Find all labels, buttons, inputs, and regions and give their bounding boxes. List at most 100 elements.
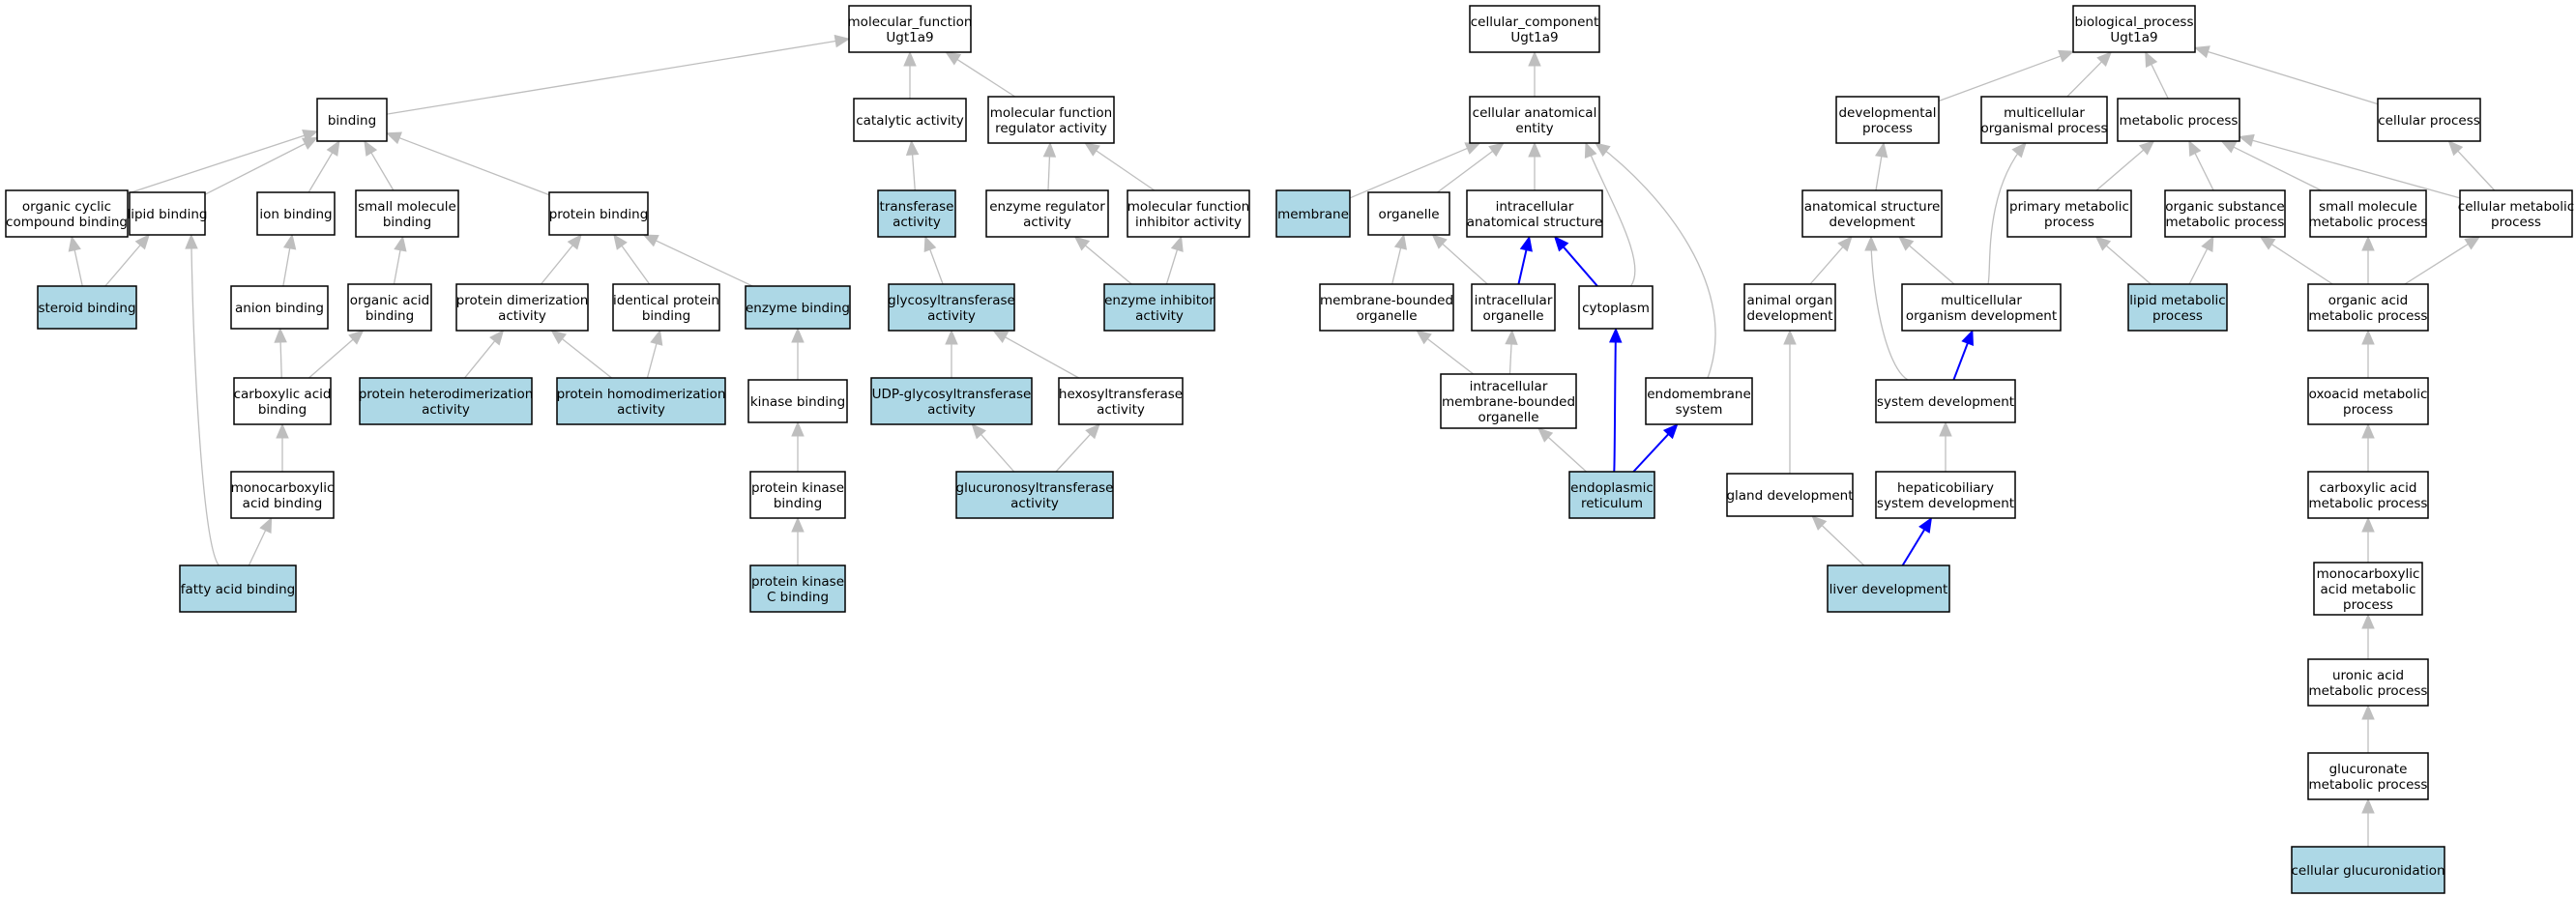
edge-arrowhead xyxy=(642,234,659,247)
node-fatty-acid-binding[interactable]: fatty acid binding xyxy=(179,564,297,613)
node-label: activity xyxy=(498,308,546,324)
edge-ion-binding-to-binding xyxy=(307,139,340,193)
node-steroid-binding[interactable]: steroid binding xyxy=(37,285,137,330)
edge-protein-binding-to-binding xyxy=(385,131,550,196)
node-label: enzyme binding xyxy=(746,301,850,316)
node-label: cellular process xyxy=(2378,113,2480,129)
edge-arrowhead xyxy=(1553,236,1569,252)
node-ion-binding[interactable]: ion binding xyxy=(256,191,336,236)
node-label: activity xyxy=(1135,308,1184,324)
node-metabolic[interactable]: metabolic process xyxy=(2117,98,2240,142)
node-lipid-binding[interactable]: lipid binding xyxy=(127,191,208,236)
node-kinase-binding[interactable]: kinase binding xyxy=(747,379,848,423)
node-gland-dev[interactable]: gland development xyxy=(1726,473,1854,517)
node-label: hexosyltransferase xyxy=(1059,387,1183,402)
node-liver-dev[interactable]: liver development xyxy=(1827,564,1950,613)
edge-line xyxy=(282,247,291,287)
edge-line xyxy=(1517,249,1528,285)
node-cytoplasm[interactable]: cytoplasm xyxy=(1578,285,1654,330)
edge-cell-met-to-cellular-process xyxy=(2447,140,2496,191)
edge-line xyxy=(2095,149,2145,191)
node-label: development xyxy=(1746,308,1832,324)
node-protein-binding[interactable]: protein binding xyxy=(548,191,649,236)
node-system-dev[interactable]: system development xyxy=(1875,379,2016,423)
node-organelle[interactable]: organelle xyxy=(1367,191,1450,236)
edge-cellular-process-to-bp-root xyxy=(2193,45,2379,105)
node-label: lipid binding xyxy=(127,207,207,222)
edge-arrowhead xyxy=(1085,423,1100,440)
node-catalytic[interactable]: catalytic activity xyxy=(853,98,967,142)
edge-line xyxy=(127,134,305,194)
node-cell-glucuronidation[interactable]: cellular glucuronidation xyxy=(2291,846,2445,894)
node-enzyme-binding[interactable]: enzyme binding xyxy=(745,285,851,330)
edge-steroid-binding-to-organic-cyclic xyxy=(68,235,83,287)
node-box xyxy=(1319,283,1454,332)
edge-arrowhead xyxy=(1431,234,1448,249)
edge-arrowhead xyxy=(992,330,1010,343)
node-label: hepaticobiliary xyxy=(1897,480,1994,496)
node-box xyxy=(1827,564,1950,613)
node-membrane[interactable]: membrane xyxy=(1275,189,1351,238)
edge-arrowhead xyxy=(2220,140,2238,154)
edge-arrowhead xyxy=(2361,797,2375,814)
node-binding[interactable]: binding xyxy=(316,98,388,142)
node-box xyxy=(2307,752,2429,800)
node-label: metabolic process xyxy=(2309,215,2428,230)
edge-er-to-endomembrane xyxy=(1632,423,1679,473)
node-box xyxy=(2377,98,2481,142)
node-label: small molecule xyxy=(358,199,456,215)
edge-glycosyltransferase-to-transferase xyxy=(923,235,944,285)
node-label: developmental xyxy=(1838,105,1936,121)
node-label: transferase xyxy=(880,199,954,215)
node-cellular-process[interactable]: cellular process xyxy=(2377,98,2481,142)
node-anion-binding[interactable]: anion binding xyxy=(230,285,329,330)
